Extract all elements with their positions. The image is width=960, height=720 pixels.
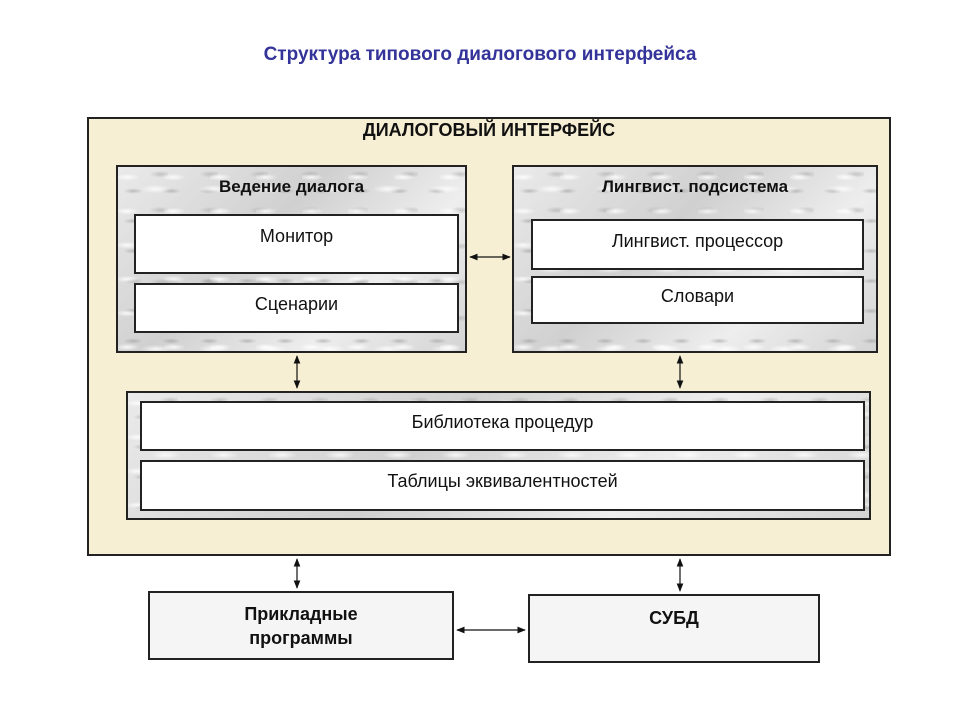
procedure-library-box: Библиотека процедур bbox=[140, 401, 865, 451]
application-programs-box: Прикладные программы bbox=[148, 591, 454, 660]
linguistic-processor-box: Лингвист. процессор bbox=[531, 219, 864, 270]
dialog-interface-label: ДИАЛОГОВЫЙ ИНТЕРФЕЙС bbox=[362, 120, 616, 140]
linguistic-subsystem-title: Лингвист. подсистема bbox=[601, 177, 789, 196]
slide-title: Структура типового диалогового интерфейс… bbox=[263, 44, 697, 65]
dialog-management-title: Ведение диалога bbox=[218, 177, 365, 196]
scenarios-box: Сценарии bbox=[134, 283, 459, 333]
equivalence-tables-box: Таблицы эквивалентностей bbox=[140, 460, 865, 511]
dbms-box: СУБД bbox=[528, 594, 820, 663]
dictionaries-box: Словари bbox=[531, 276, 864, 324]
monitor-box: Монитор bbox=[134, 214, 459, 274]
